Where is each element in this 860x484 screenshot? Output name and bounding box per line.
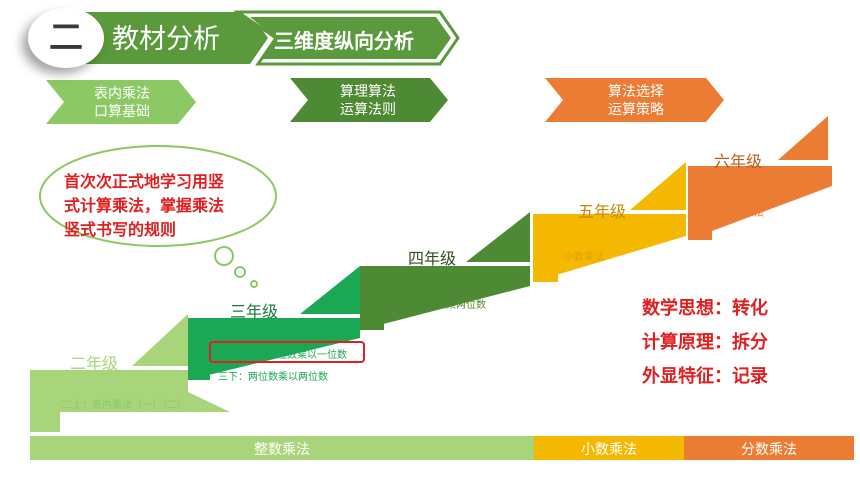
- grade6-triangle: [778, 116, 828, 160]
- page-title: 教材分析: [112, 24, 220, 55]
- grade4-label: 四年级: [408, 249, 457, 268]
- thought-bubble-text: 首次次正式地学习用竖 式计算乘法，掌握乘法 竖式书写的规则: [64, 170, 224, 242]
- category-arrow-2: [290, 78, 448, 122]
- grade4-item-1: 四上：三位数乘两位数: [386, 300, 486, 311]
- category-tag-2-line2: 运算法则: [340, 102, 396, 118]
- grade3-label: 三年级: [230, 302, 279, 321]
- grade4-block: [360, 266, 384, 330]
- page-subtitle: 三维度纵向分析: [274, 29, 414, 53]
- category-tag-3-line2: 运算策略: [608, 102, 664, 118]
- header-title-banner: [70, 12, 268, 64]
- grade6-item-1: 分数乘法: [724, 208, 764, 219]
- grade5-block: [533, 214, 558, 282]
- bottom-label-integer: 整数乘法: [254, 442, 310, 458]
- grade3-block: [188, 318, 210, 380]
- principle-1: 数学思想：转化: [642, 298, 768, 319]
- principles-list: 数学思想：转化 计算原理：拆分 外显特征：记录: [642, 292, 768, 394]
- principle-3: 外显特征：记录: [642, 366, 768, 387]
- category-arrow-3: [545, 78, 724, 122]
- grade6-label: 六年级: [714, 152, 763, 171]
- category-tag-3: 算法选择 运算策略: [576, 83, 696, 119]
- grade6-block: [688, 166, 712, 240]
- highlight-box: [209, 341, 365, 363]
- category-arrow-1: [46, 80, 196, 124]
- grade4-triangle: [466, 212, 530, 262]
- grade6-step: [688, 166, 832, 240]
- category-tag-1: 表内乘法 口算基础: [62, 85, 182, 121]
- bottom-bar-integer: [30, 436, 534, 460]
- bottom-label-decimal: 小数乘法: [581, 442, 637, 458]
- grade5-step: [533, 214, 686, 282]
- category-tag-2: 算理算法 运算法则: [308, 83, 428, 119]
- category-tag-1-line1: 表内乘法: [94, 86, 150, 102]
- grade3-step: [188, 318, 360, 380]
- grade2-step: [30, 370, 230, 412]
- grade5-triangle: [630, 162, 686, 210]
- grade4-step: [360, 266, 530, 330]
- grade2-label: 二年级: [70, 354, 119, 373]
- category-tag-2-line1: 算理算法: [340, 84, 396, 100]
- grade2-item-1: 二上：表内乘法（一）（二）: [62, 400, 187, 411]
- category-tag-1-line2: 口算基础: [94, 104, 150, 120]
- bottom-label-fraction: 分数乘法: [741, 442, 797, 458]
- thought-line-2: 式计算乘法，掌握乘法: [64, 196, 225, 215]
- thought-cloud: [39, 145, 277, 288]
- grade3-item-1: 三上：两、三位数乘以一位数: [217, 350, 347, 361]
- grade3-triangle: [300, 266, 360, 314]
- grade3-item-2: 三下：两位数乘以两位数: [218, 372, 328, 383]
- thought-line-1: 首次次正式地学习用竖: [64, 172, 225, 191]
- grade2-block: [30, 370, 60, 432]
- grade5-label: 五年级: [578, 202, 627, 221]
- principle-2: 计算原理：拆分: [642, 332, 768, 353]
- thought-line-3: 竖式书写的规则: [64, 220, 177, 239]
- bottom-bar-fraction: [684, 436, 854, 460]
- bottom-bar-decimal: [534, 436, 684, 460]
- category-tag-3-line1: 算法选择: [608, 84, 664, 100]
- section-number: 二: [49, 18, 83, 58]
- grade2-triangle: [132, 314, 188, 366]
- grade5-item-1: 小数乘法: [564, 252, 604, 263]
- header-subtitle-inner: [250, 17, 451, 59]
- section-number-circle: [28, 8, 104, 68]
